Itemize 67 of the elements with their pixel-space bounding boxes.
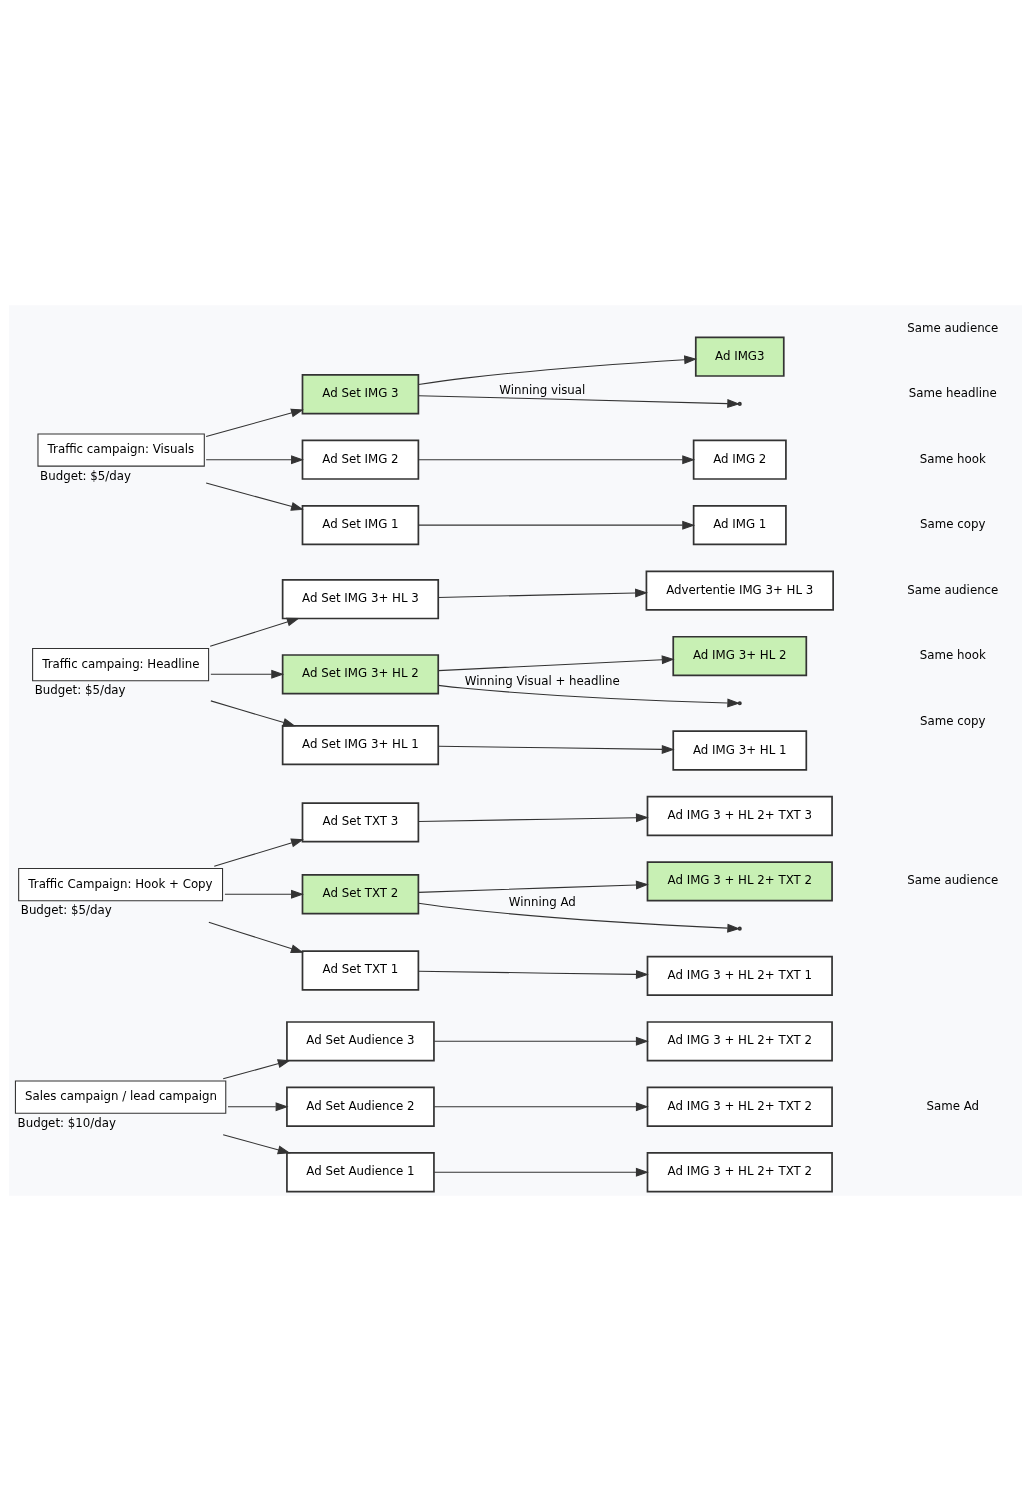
- node-box: Ad IMG 3 + HL 2+ TXT 2: [646, 860, 833, 902]
- node-box: Ad Set IMG 3: [301, 373, 419, 414]
- node-box: Ad Set Audience 2: [285, 1086, 435, 1127]
- arrow: [209, 669, 284, 679]
- label: Same hook: [919, 451, 986, 466]
- arrow: [209, 617, 300, 647]
- edge-label: Winning visual: [498, 382, 585, 397]
- label: Same hook: [919, 647, 986, 662]
- arrow: [417, 879, 649, 893]
- arrow: [207, 921, 304, 953]
- arrow: [433, 1167, 649, 1177]
- node-label: Budget: $5/day: [39, 468, 131, 483]
- arrow: [417, 969, 649, 979]
- arrow: [417, 520, 695, 530]
- node-box: Ad Set Audience 3: [285, 1020, 435, 1061]
- node-box: Ad IMG 3 + HL 2+ TXT 1: [646, 955, 833, 996]
- node-box: Ad Set IMG 3+ HL 2: [281, 653, 439, 694]
- arrow: [433, 1101, 649, 1111]
- label: Same audience: [906, 872, 998, 887]
- arrow: [222, 1058, 291, 1079]
- node-box: Ad Set TXT 3: [301, 801, 419, 843]
- node-label: Budget: $5/day: [20, 902, 112, 917]
- arrow: [417, 812, 649, 822]
- label: Same Ad: [926, 1098, 979, 1113]
- node-box: Ad IMG 3+ HL 1: [671, 729, 807, 771]
- node-label: Budget: $10/day: [17, 1115, 116, 1130]
- arrow: [205, 408, 304, 437]
- node-box: Ad IMG3: [694, 336, 785, 377]
- arrow: [222, 1133, 291, 1154]
- arrow: [417, 354, 697, 385]
- node-box: Ad IMG 1: [692, 504, 787, 545]
- node-box: Ad Set IMG 1: [301, 504, 419, 545]
- label: Same audience: [906, 582, 998, 597]
- edge-label: Winning Ad: [508, 894, 576, 909]
- node-box: Ad Set TXT 2: [301, 873, 419, 914]
- node-box: Ad IMG 3+ HL 2: [671, 635, 807, 676]
- node-box: Ad Set Audience 1: [285, 1151, 435, 1192]
- node-box: Ad IMG 3 + HL 2+ TXT 2: [646, 1151, 833, 1192]
- arrow: [433, 1036, 649, 1046]
- arrow: [437, 684, 740, 707]
- node-box: Ad IMG 2: [692, 439, 787, 480]
- label: Same copy: [919, 516, 985, 531]
- label: Same headline: [908, 385, 997, 400]
- node-box: Ad IMG 3 + HL 2+ TXT 2: [646, 1086, 833, 1127]
- node-label: Budget: $5/day: [34, 682, 126, 697]
- arrow: [205, 454, 304, 464]
- arrow: [437, 744, 675, 754]
- arrow: [417, 902, 740, 933]
- node-box: Ad IMG 3 + HL 2+ TXT 3: [646, 795, 833, 836]
- arrow: [209, 699, 296, 727]
- label: Same audience: [906, 320, 998, 335]
- node-box: Ad Set IMG 2: [301, 439, 419, 480]
- arrow: [417, 454, 695, 464]
- arrow: [417, 394, 740, 408]
- node-box: Advertentie IMG 3+ HL 3: [645, 569, 834, 611]
- arrow: [437, 587, 648, 598]
- arrow: [226, 1101, 288, 1111]
- arrow: [223, 889, 304, 899]
- arrow: [205, 481, 304, 511]
- arrow: [437, 654, 675, 671]
- node-box: Ad Set IMG 3+ HL 3: [281, 578, 439, 619]
- node-box: Ad Set IMG 3+ HL 1: [281, 724, 439, 765]
- node-box: Ad Set TXT 1: [301, 949, 419, 991]
- node-box: Ad IMG 3 + HL 2+ TXT 2: [646, 1020, 833, 1061]
- arrow: [213, 838, 304, 867]
- label: Same copy: [919, 713, 985, 728]
- edge-label: Winning Visual + headline: [464, 673, 620, 688]
